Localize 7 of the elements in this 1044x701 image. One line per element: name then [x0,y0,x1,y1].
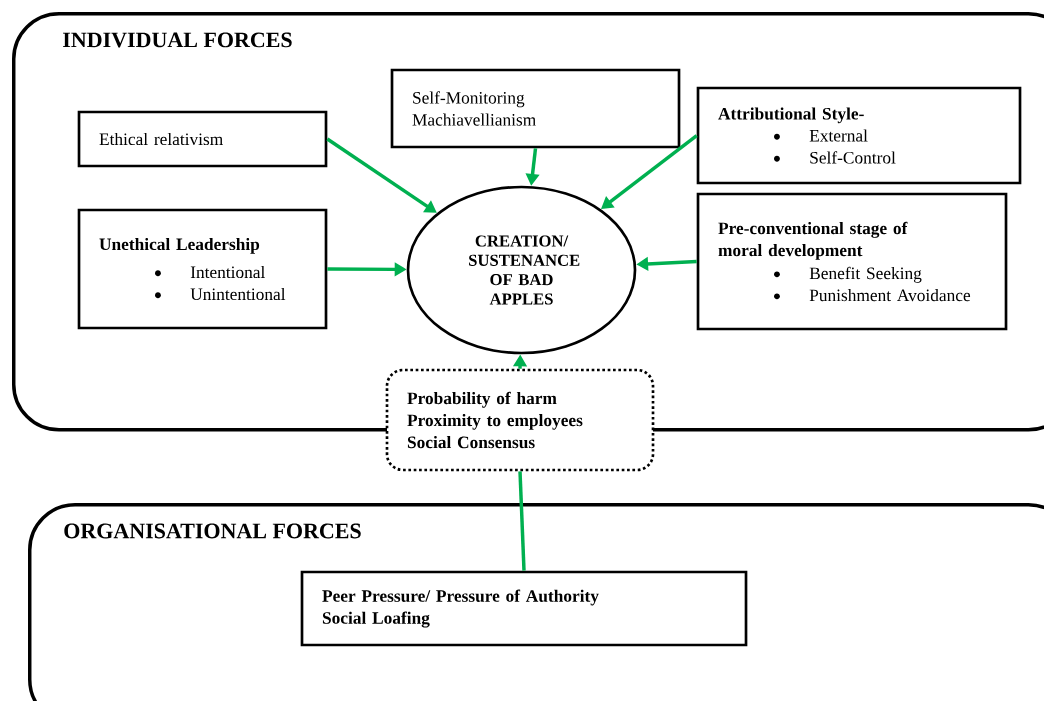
factor-box: Self-Monitoring Machiavellianism [390,68,681,149]
factor-box: Ethical relativism [77,110,328,168]
factor-box: Pre-conventional stage of moral development Benefit Seeking Punishment Avoidance [696,192,1008,331]
factor-box: Unethical Leadership Intentional Unintentional [77,208,328,330]
factor-box: Attributional Style- External Self-Control [696,86,1022,185]
factor-box: Peer Pressure/ Pressure of Authority Social Loafing [300,570,748,647]
moderator-box: Probability of harm Proximity to employees Social Consensus [385,368,655,472]
